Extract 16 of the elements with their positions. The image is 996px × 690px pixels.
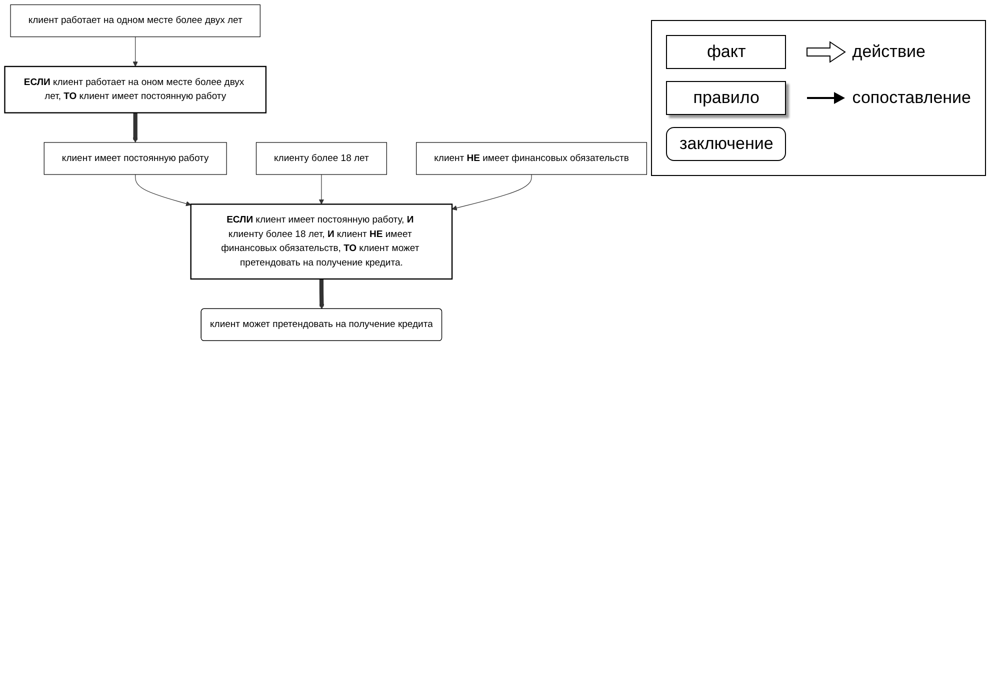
arrow <box>132 112 138 143</box>
arrow <box>318 174 324 204</box>
arrow <box>319 278 324 310</box>
legend-fact-box: факт <box>666 35 786 69</box>
legend-conclusion-box: заключение <box>666 127 786 161</box>
arrow <box>132 36 138 67</box>
arrow <box>135 174 192 206</box>
node-box: клиенту более 18 лет <box>256 142 387 175</box>
node-box: клиент работает на одном месте более двух лет <box>10 4 260 38</box>
node-box: клиент НЕ имеет финансовых обязательств <box>416 142 647 175</box>
node-box: клиент имеет постоянную работу <box>44 142 227 175</box>
node-box: ЕСЛИ клиент имеет постоянную работу, И клиенту более 18 лет, И клиент НЕ имеет финансовых обязательств, ТО клиент может претендовать на получение кредита. <box>190 204 453 280</box>
arrow <box>452 174 532 211</box>
legend-text: действие <box>852 42 926 62</box>
node-box: ЕСЛИ клиент работает на оном месте более двух лет, ТО клиент имеет постоянную работу <box>4 66 267 114</box>
legend-text: сопоставление <box>852 88 971 108</box>
